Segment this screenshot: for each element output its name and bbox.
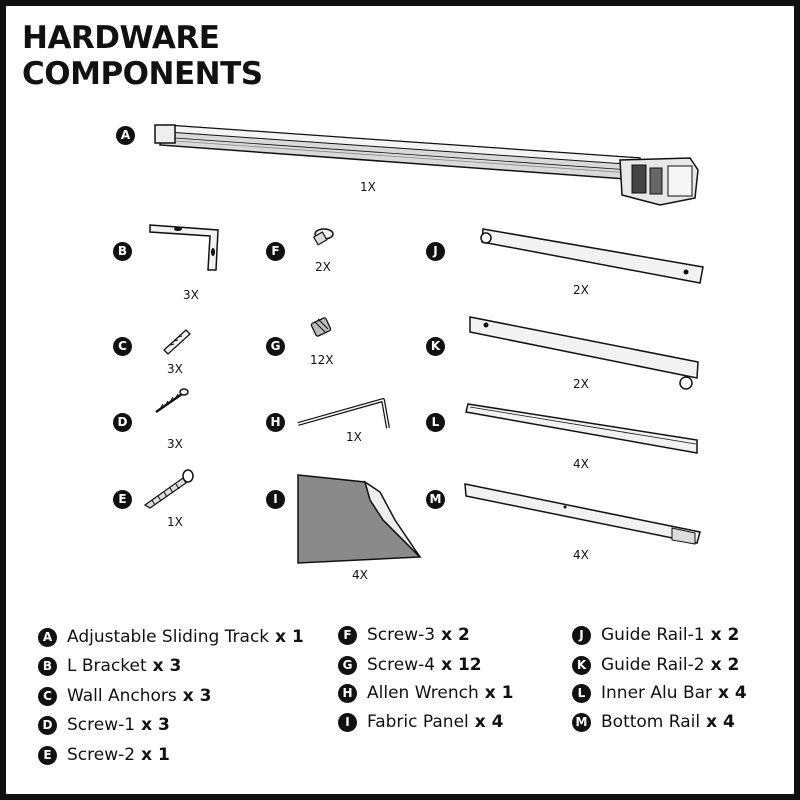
legend-name: Screw-1 — [67, 715, 136, 735]
qty-e: 1X — [167, 515, 183, 529]
legend-item-e: E Screw-2 x 1 — [38, 745, 170, 765]
legend-name: Screw-3 — [367, 625, 436, 645]
legend-badge: L — [572, 683, 591, 703]
legend-badge: G — [338, 655, 357, 675]
legend-name: Wall Anchors — [67, 686, 177, 706]
legend-item-j: J Guide Rail-1 x 2 — [572, 625, 739, 645]
legend-count: x 4 — [706, 712, 735, 732]
qty-j: 2X — [573, 283, 589, 297]
qty-g: 12X — [310, 353, 334, 367]
legend-count: x 3 — [141, 715, 170, 735]
legend-name: Fabric Panel — [367, 712, 469, 732]
hardware-card — [6, 6, 794, 794]
part-c-wall-anchor-drawing — [163, 329, 191, 355]
legend-badge: F — [338, 625, 357, 645]
qty-d: 3X — [167, 437, 183, 451]
legend-item-i: I Fabric Panel x 4 — [338, 712, 503, 732]
page-title: HARDWARE COMPONENTS — [22, 20, 263, 92]
legend-badge: M — [572, 712, 591, 732]
part-b-l-bracket-drawing — [149, 224, 219, 271]
legend-badge: K — [572, 655, 591, 675]
badge-l: L — [426, 413, 445, 432]
badge-f: F — [266, 242, 285, 261]
legend-name: Screw-2 — [67, 745, 136, 765]
part-d-screw-1-drawing — [155, 388, 189, 414]
legend-item-d: D Screw-1 x 3 — [38, 715, 170, 735]
legend-item-a: A Adjustable Sliding Track x 1 — [38, 627, 304, 647]
legend-badge: A — [38, 627, 57, 647]
qty-m: 4X — [573, 548, 589, 562]
badge-i: I — [266, 490, 285, 509]
legend-name: Guide Rail-2 — [601, 655, 705, 675]
qty-c: 3X — [167, 362, 183, 376]
qty-h: 1X — [346, 430, 362, 444]
part-e-screw-2-drawing — [143, 469, 194, 509]
part-j-guide-rail-1-drawing — [480, 228, 704, 284]
legend-count: x 2 — [441, 625, 470, 645]
qty-f: 2X — [315, 260, 331, 274]
legend-badge: I — [338, 712, 357, 732]
part-i-fabric-panel-drawing — [297, 474, 422, 564]
part-h-allen-wrench-drawing — [297, 398, 390, 429]
qty-b: 3X — [183, 288, 199, 302]
legend-count: x 1 — [484, 683, 514, 703]
part-g-screw-4-drawing — [310, 317, 332, 337]
part-m-bottom-rail-drawing — [464, 483, 701, 545]
badge-k: K — [426, 337, 445, 356]
legend-item-f: F Screw-3 x 2 — [338, 625, 470, 645]
badge-e: E — [113, 490, 132, 509]
legend-count: x 2 — [710, 655, 740, 675]
legend-badge: C — [38, 686, 57, 706]
legend-badge: J — [572, 625, 591, 645]
legend-count: x 1 — [141, 745, 170, 765]
title-line-1: HARDWARE — [22, 20, 220, 56]
badge-h: H — [266, 413, 285, 432]
legend-name: Guide Rail-1 — [601, 625, 705, 645]
badge-a: A — [116, 126, 135, 145]
title-line-2: COMPONENTS — [22, 56, 263, 92]
qty-l: 4X — [573, 457, 589, 471]
legend-item-h: H Allen Wrench x 1 — [338, 683, 513, 703]
legend-count: x 4 — [474, 712, 504, 732]
legend-count: x 3 — [182, 686, 212, 706]
legend-name: Screw-4 — [367, 655, 436, 675]
legend-name: Inner Alu Bar — [601, 683, 713, 703]
part-a-sliding-track-drawing — [154, 124, 699, 206]
legend-count: x 4 — [718, 683, 747, 703]
legend-count: x 3 — [152, 656, 182, 676]
legend-name: Adjustable Sliding Track — [67, 627, 270, 647]
qty-k: 2X — [573, 377, 589, 391]
part-f-screw-3-drawing — [312, 228, 334, 246]
legend-count: x 1 — [275, 627, 304, 647]
legend-badge: H — [338, 683, 357, 703]
legend-count: x 2 — [710, 625, 740, 645]
legend-badge: D — [38, 715, 57, 735]
legend-name: Allen Wrench — [367, 683, 479, 703]
legend-item-c: C Wall Anchors x 3 — [38, 686, 211, 706]
part-k-guide-rail-2-drawing — [469, 316, 699, 390]
badge-m: M — [426, 490, 445, 509]
legend-name: Bottom Rail — [601, 712, 701, 732]
legend-badge: B — [38, 656, 57, 676]
part-l-inner-alu-bar-drawing — [465, 403, 698, 454]
legend-badge: E — [38, 745, 57, 765]
badge-g: G — [266, 337, 285, 356]
qty-i: 4X — [352, 568, 368, 582]
legend-item-k: K Guide Rail-2 x 2 — [572, 655, 739, 675]
badge-d: D — [113, 413, 132, 432]
legend-item-l: L Inner Alu Bar x 4 — [572, 683, 747, 703]
legend-name: L Bracket — [67, 656, 147, 676]
legend-item-b: B L Bracket x 3 — [38, 656, 181, 676]
qty-a: 1X — [360, 180, 376, 194]
badge-c: C — [113, 337, 132, 356]
badge-b: B — [113, 242, 132, 261]
legend-item-g: G Screw-4 x 12 — [338, 655, 482, 675]
legend-count: x 12 — [441, 655, 482, 675]
badge-j: J — [426, 242, 445, 261]
legend-item-m: M Bottom Rail x 4 — [572, 712, 735, 732]
